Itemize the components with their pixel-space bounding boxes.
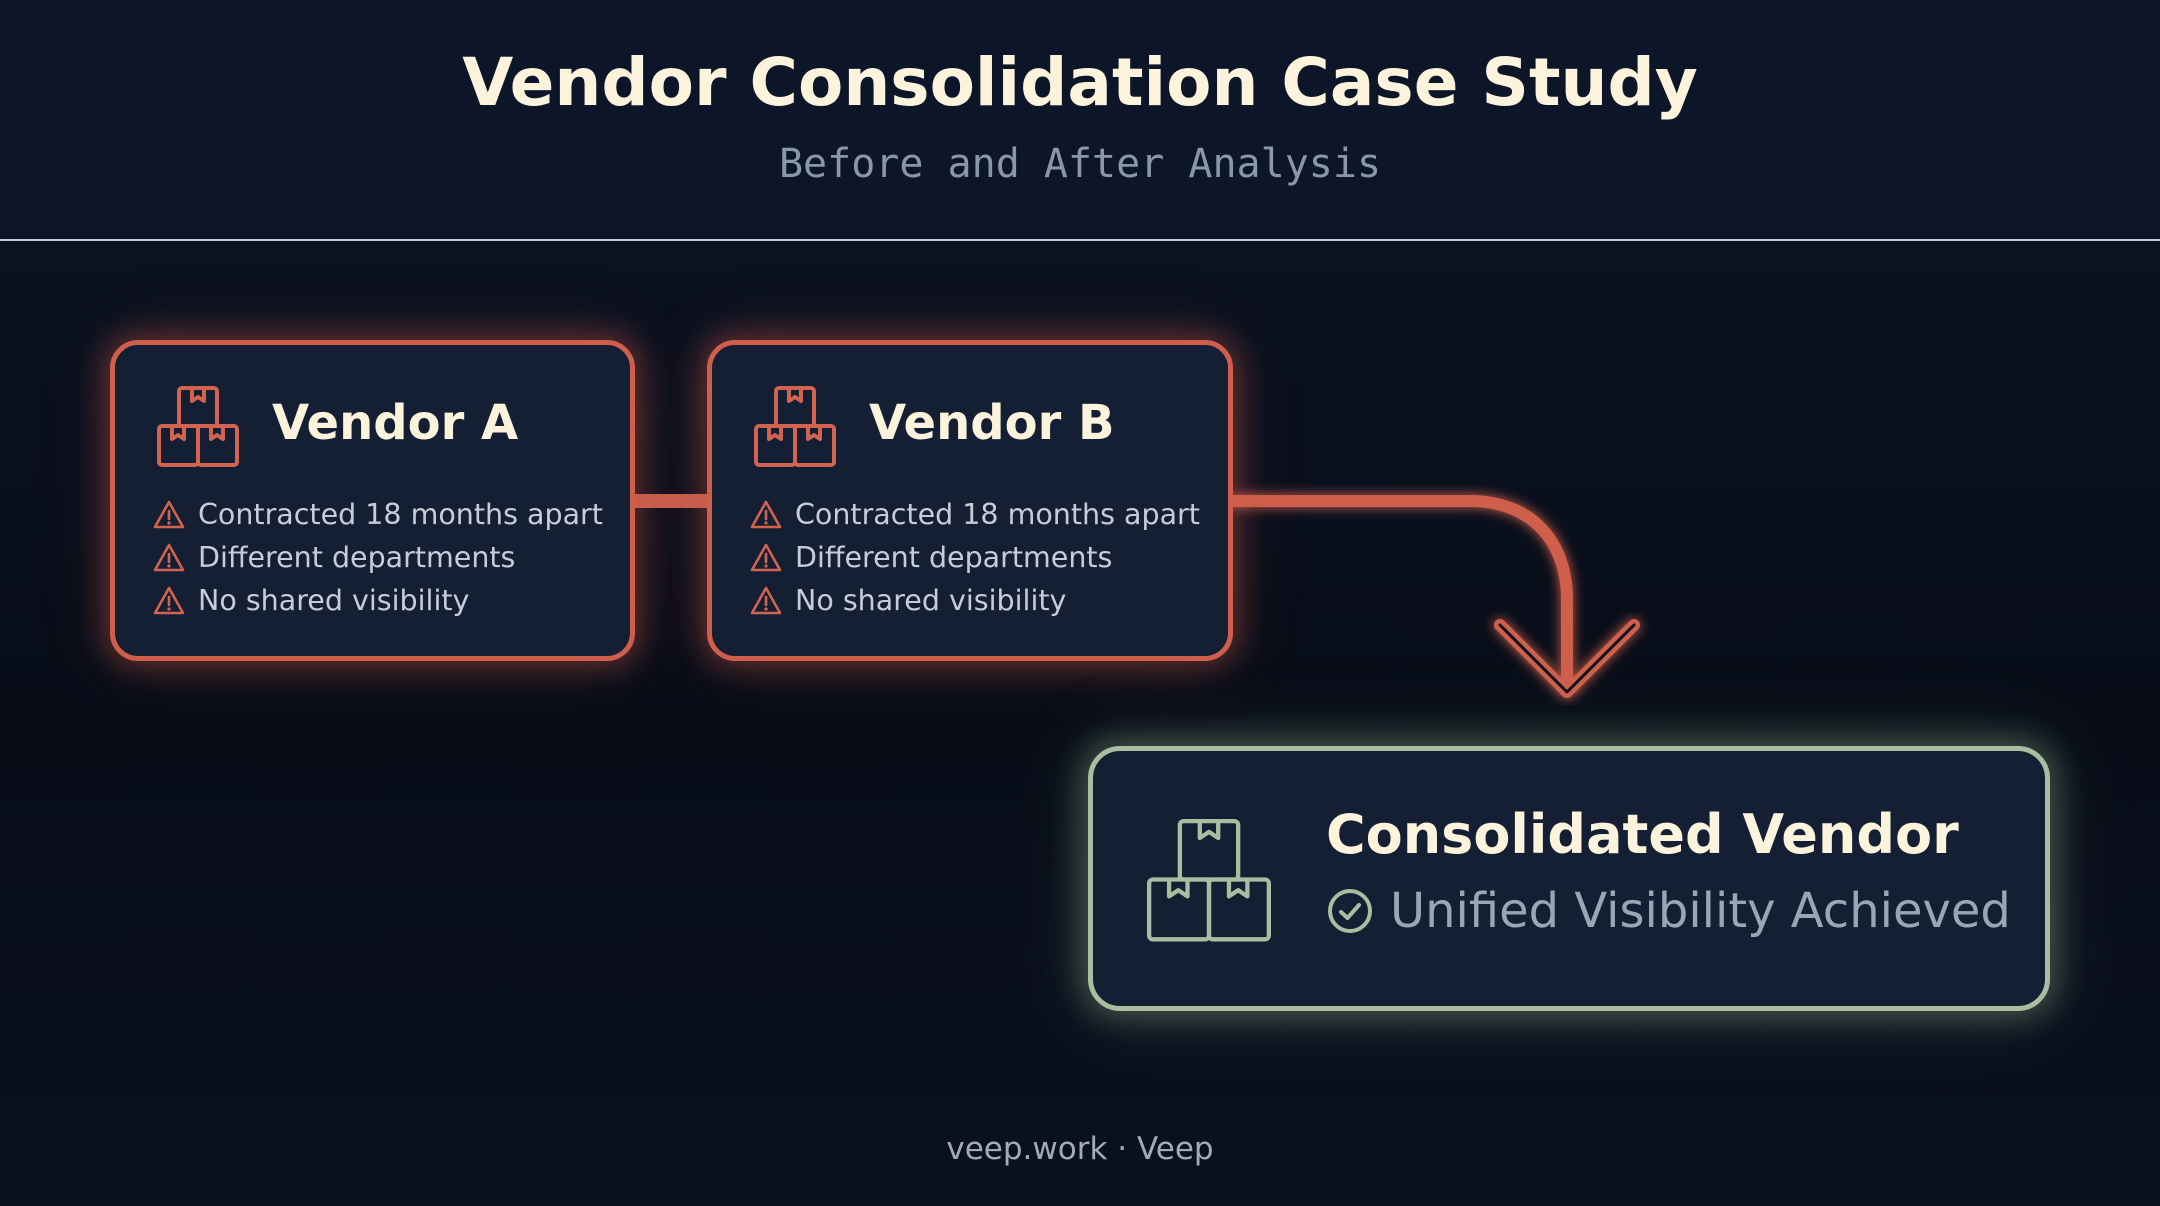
header: Vendor Consolidation Case Study Before a… [0,0,2160,241]
warning-icon [750,543,782,571]
consolidated-title: Consolidated Vendor [1326,803,1959,866]
consolidated-vendor-card: Consolidated Vendor Unified Visibility A… [1088,746,2050,1011]
issue-text: Different departments [795,541,1113,574]
warning-icon [750,586,782,614]
vendor-card-a: Vendor A Contracted 18 months apart Diff… [110,340,635,661]
page-subtitle: Before and After Analysis [778,141,1382,187]
list-item: Contracted 18 months apart [749,493,1200,536]
flow-arrow [1226,495,1573,692]
boxes-icon [157,386,239,467]
issue-text: No shared visibility [795,584,1067,617]
status-text: Unified Visibility Achieved [1390,883,2011,939]
list-item: Different departments [152,536,603,579]
issue-list: Contracted 18 months apart Different dep… [749,493,1200,622]
issue-text: No shared visibility [198,584,470,617]
warning-icon [153,543,185,571]
vendor-title: Vendor A [272,395,519,451]
vendor-title: Vendor B [869,395,1115,451]
list-item: No shared visibility [749,579,1200,622]
warning-icon [153,500,185,528]
issue-text: Contracted 18 months apart [198,498,603,531]
boxes-icon [1146,818,1272,942]
list-item: Different departments [749,536,1200,579]
list-item: Contracted 18 months apart [152,493,603,536]
vendor-card-b: Vendor B Contracted 18 months apart Diff… [707,340,1233,661]
warning-icon [153,586,185,614]
list-item: No shared visibility [152,579,603,622]
footer: veep.work · Veep [946,1131,1214,1167]
issue-text: Different departments [198,541,516,574]
check-circle-icon [1328,889,1372,933]
issue-text: Contracted 18 months apart [795,498,1200,531]
consolidated-status: Unified Visibility Achieved [1326,883,2011,939]
issue-list: Contracted 18 months apart Different dep… [152,493,603,622]
page-title: Vendor Consolidation Case Study [462,44,1698,121]
boxes-icon [754,386,836,467]
warning-icon [750,500,782,528]
